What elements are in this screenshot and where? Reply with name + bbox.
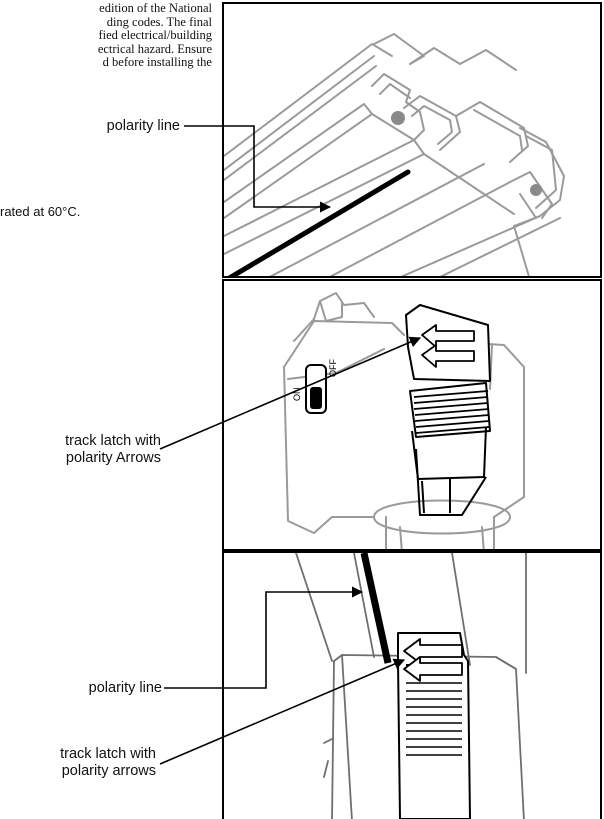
figure3-polarity-line-label: polarity line — [88, 680, 162, 696]
polarity-line-stripe — [360, 553, 392, 664]
intro-line: ding codes. The final — [106, 14, 212, 29]
on-off-switch: ON OFF — [292, 359, 338, 414]
figure3-label-line1: track latch with — [60, 746, 156, 762]
polarity-arrows — [403, 638, 463, 682]
switch-off-label: OFF — [328, 359, 338, 377]
polarity-line-stripe — [227, 169, 411, 276]
figure1-track-panel — [222, 2, 602, 278]
figure3-label-line2: polarity arrows — [61, 763, 156, 779]
figure2-label-line1: track latch with — [65, 433, 161, 449]
switch-on-label: ON — [292, 388, 302, 402]
track-contact-dot — [391, 111, 405, 125]
intro-line: edition of the National — [99, 2, 212, 15]
rated-text-fragment: rated at 60°C. — [0, 204, 81, 219]
adapter-illustration: ON OFF — [283, 292, 525, 549]
figure3-track-latch-label: track latch with polarity arrows — [0, 746, 156, 780]
intro-line: fied electrical/building — [98, 28, 213, 42]
track-extrusion-illustration — [224, 33, 565, 276]
figure3-installed-panel — [222, 551, 602, 819]
track-contact-dot — [530, 184, 542, 196]
installed-adapter-illustration — [295, 553, 527, 819]
figure2-adapter-panel: ON OFF — [222, 279, 602, 551]
figure2-label-line2: polarity Arrows — [65, 450, 161, 466]
intro-line: d before installing the — [102, 55, 212, 69]
figure1-polarity-line-label: polarity line — [106, 118, 180, 134]
figure2-track-latch-label: track latch with polarity Arrows — [0, 433, 161, 467]
polarity-arrows — [421, 324, 475, 368]
intro-line: ectrical hazard. Ensure — [97, 41, 212, 56]
intro-paragraph-fragment: edition of the National ding codes. The … — [0, 2, 212, 70]
